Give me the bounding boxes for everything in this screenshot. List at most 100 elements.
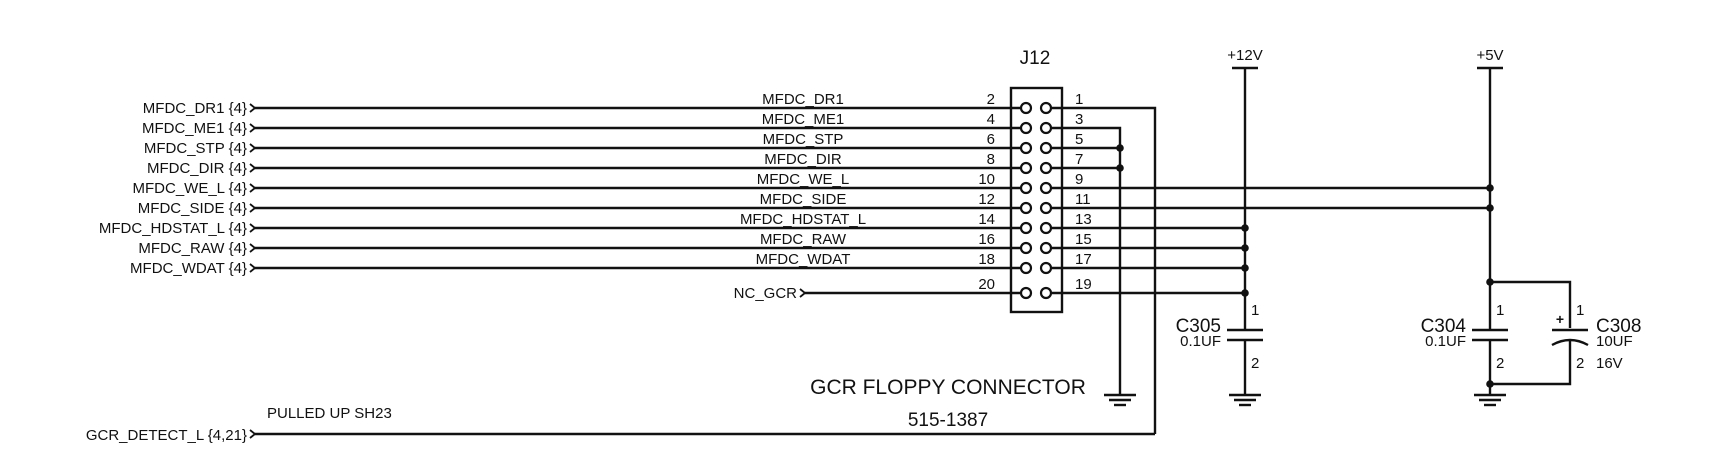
pin-number: 2	[987, 91, 995, 108]
pin-circle	[1039, 201, 1053, 215]
wire-label-me1: MFDC_ME1	[762, 111, 845, 128]
c304-ref: C304	[1421, 316, 1467, 337]
net-label-wdat: MFDC_WDAT {4}	[130, 260, 247, 277]
net-label-dr1: MFDC_DR1 {4}	[143, 100, 247, 117]
capacitor-c308: + 1 2 C308 10UF 16V	[1490, 302, 1641, 386]
v5-rail: +5V 1 2 C304 0.1UF + 1 2 C308 10UF 16V	[1421, 47, 1641, 407]
wire-label-we: MFDC_WE_L	[757, 171, 850, 188]
pin-circle	[1039, 181, 1053, 195]
junction-dot	[1486, 204, 1494, 212]
wire-labels: MFDC_DR1 MFDC_ME1 MFDC_STP MFDC_DIR MFDC…	[740, 91, 866, 268]
junction-dots	[1116, 144, 1494, 388]
c304-pin2: 2	[1496, 355, 1504, 372]
nc-label: NC_GCR	[734, 285, 798, 302]
capacitor-c304: 1 2 C304 0.1UF	[1421, 302, 1508, 395]
pin-circle	[1019, 261, 1033, 275]
net-label-side: MFDC_SIDE {4}	[138, 200, 247, 217]
detect-route	[1072, 106, 1157, 434]
pin-number: 14	[978, 211, 995, 228]
arrow-nc	[799, 288, 807, 298]
wire-label-dr1: MFDC_DR1	[762, 91, 844, 108]
junction-dot	[1486, 278, 1494, 286]
pin-circles	[1019, 101, 1053, 300]
wire-label-hdstat: MFDC_HDSTAT_L	[740, 211, 866, 228]
pin-circle	[1019, 221, 1033, 235]
c308-pin2: 2	[1576, 355, 1584, 372]
wire-label-wdat: MFDC_WDAT	[756, 251, 851, 268]
arrow-wdat	[249, 263, 257, 273]
v12-rail: +12V 1 2 C305 0.1UF	[1176, 47, 1263, 407]
ground-symbol-icon	[1229, 393, 1261, 407]
even-pin-numbers: 2 4 6 8 10 12 14 16 18 20	[978, 91, 995, 293]
offpage-net-labels: MFDC_DR1 {4} MFDC_ME1 {4} MFDC_STP {4} M…	[99, 100, 247, 277]
offpage-arrows	[249, 103, 807, 439]
pin-number: 16	[978, 231, 995, 248]
c305-pin1: 1	[1251, 302, 1259, 319]
pin-number: 11	[1075, 191, 1091, 208]
pin-number: 3	[1075, 111, 1083, 128]
gnd-trunk	[1072, 126, 1122, 395]
wire-label-stp: MFDC_STP	[763, 131, 844, 148]
arrow-dr1	[249, 103, 257, 113]
signal-wires	[255, 106, 1155, 436]
junction-dot	[1241, 224, 1249, 232]
pin-circle	[1039, 261, 1053, 275]
c308-voltage: 16V	[1596, 355, 1623, 372]
junction-dot	[1116, 144, 1124, 152]
pin-circle	[1039, 161, 1053, 175]
c308-ref: C308	[1596, 316, 1641, 337]
arrow-detect	[249, 429, 257, 439]
pin-number: 1	[1075, 91, 1083, 108]
pin-circle	[1039, 286, 1053, 300]
connector-j12: J12 2 4 6 8 10 12 14 16 18 20 1 3 5 7 9 …	[810, 48, 1092, 431]
c308-value: 10UF	[1596, 333, 1633, 350]
junction-dot	[1486, 380, 1494, 388]
pin-circle	[1019, 286, 1033, 300]
pin-circle	[1039, 121, 1053, 135]
junction-dot	[1241, 264, 1249, 272]
pin-number: 17	[1075, 251, 1092, 268]
pin-number: 7	[1075, 151, 1083, 168]
pin-circle	[1039, 221, 1053, 235]
pin-circle	[1019, 141, 1033, 155]
v5-label: +5V	[1476, 47, 1503, 64]
arrow-hdstat	[249, 223, 257, 233]
pulled-up-note: PULLED UP SH23	[267, 405, 392, 422]
ground-symbol-icon	[1104, 393, 1136, 407]
arrow-stp	[249, 143, 257, 153]
junction-dot	[1241, 244, 1249, 252]
connector-title: GCR FLOPPY CONNECTOR	[810, 376, 1086, 399]
net-label-hdstat: MFDC_HDSTAT_L {4}	[99, 220, 247, 237]
c308-pin1: 1	[1576, 302, 1584, 319]
arrow-me1	[249, 123, 257, 133]
wire-label-raw: MFDC_RAW	[760, 231, 847, 248]
junction-dot	[1241, 289, 1249, 297]
pin-circle	[1019, 201, 1033, 215]
pin-circle	[1019, 121, 1033, 135]
c305-ref: C305	[1176, 316, 1221, 337]
net-label-raw: MFDC_RAW {4}	[138, 240, 247, 257]
c305-pin2: 2	[1251, 355, 1259, 372]
detect-net-label: GCR_DETECT_L {4,21}	[86, 427, 247, 444]
net-label-me1: MFDC_ME1 {4}	[142, 120, 247, 137]
pin-circle	[1039, 101, 1053, 115]
pin-number: 10	[978, 171, 995, 188]
pin-number: 5	[1075, 131, 1083, 148]
pin-circle	[1019, 181, 1033, 195]
net-label-we: MFDC_WE_L {4}	[133, 180, 248, 197]
pin-number: 18	[978, 251, 995, 268]
arrow-side	[249, 203, 257, 213]
pin-number: 8	[987, 151, 995, 168]
pin-number: 15	[1075, 231, 1092, 248]
c308-polarity: +	[1556, 311, 1564, 327]
pin-circle	[1019, 241, 1033, 255]
junction-dot	[1486, 184, 1494, 192]
capacitor-c305: 1 2 C305 0.1UF	[1176, 302, 1263, 395]
c304-pin1: 1	[1496, 302, 1504, 319]
v12-label: +12V	[1227, 47, 1262, 64]
junction-dot	[1116, 164, 1124, 172]
pin-circle	[1019, 101, 1033, 115]
connector-part-number: 515-1387	[908, 410, 988, 431]
pin-number: 12	[978, 191, 995, 208]
arrow-raw	[249, 243, 257, 253]
